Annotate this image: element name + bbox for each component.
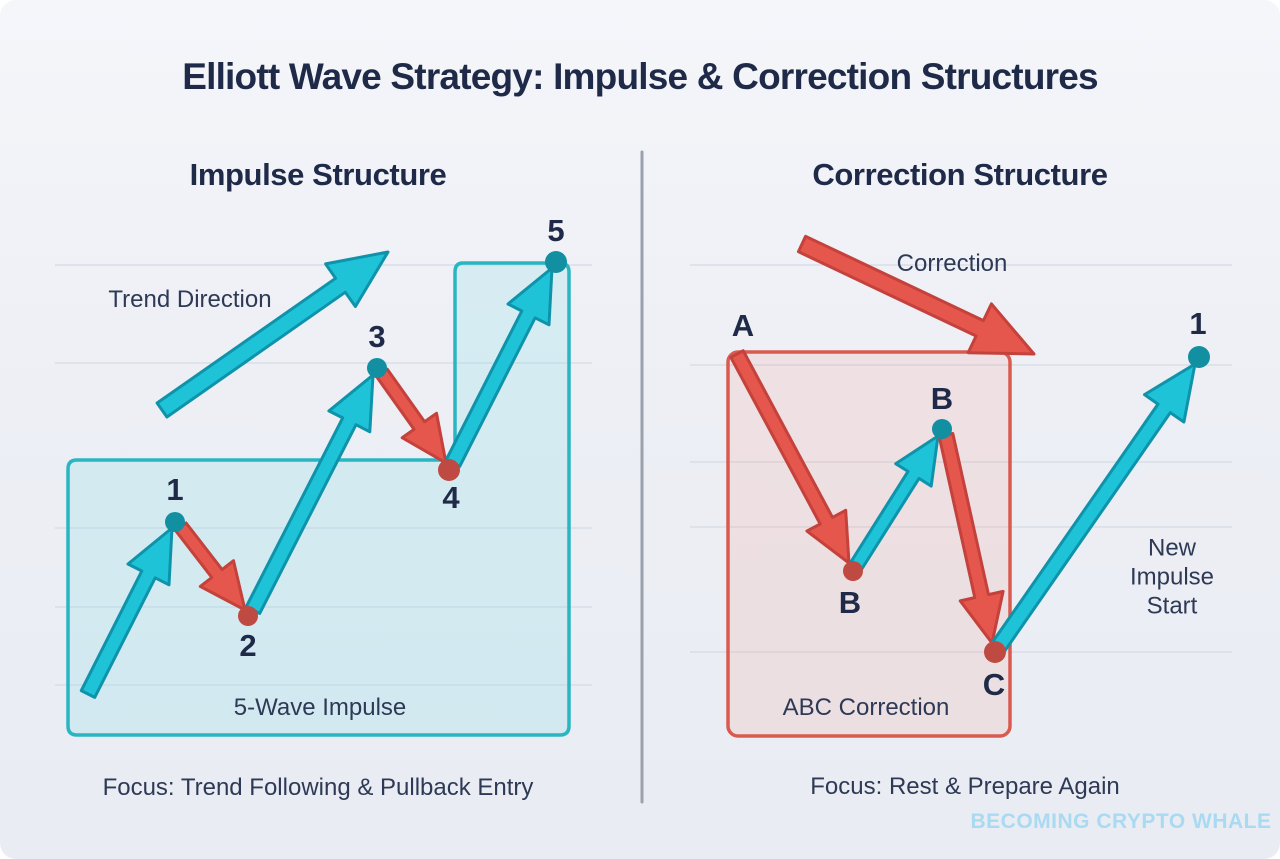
wave2-point [238,606,258,626]
correction-focus-text: Focus: Rest & Prepare Again [810,773,1120,800]
wave-b-high-point [932,419,952,439]
new-impulse-wave1-label: 1 [1189,306,1207,341]
wave5-up-arrow-icon [444,266,554,468]
trend-direction-arrow-icon [155,250,390,419]
wave-c-point [984,641,1006,663]
new-impulse-arrow-icon [991,362,1197,652]
new-impulse-point [1188,346,1210,368]
impulse-box-label: 5-Wave Impulse [233,694,407,721]
new-impulse-start-label: New Impulse Start [1130,534,1214,621]
wave-c-label: C [982,667,1006,702]
wave4-down-arrow-icon [375,367,448,465]
page-title: Elliott Wave Strategy: Impulse & Correct… [182,56,1098,97]
new-impulse-line-2: Impulse [1129,563,1215,591]
wave2-down-arrow-icon [174,521,247,612]
wave3-point [367,358,387,378]
impulse-panel-header: Impulse Structure [189,157,447,192]
wave1-point [165,512,185,532]
wave-b-up-arrow-icon [849,434,940,571]
wave-b-low-label: B [838,585,862,620]
correction-arrow-icon [796,234,1036,356]
impulse-focus-text: Focus: Trend Following & Pullback Entry [102,774,534,801]
wave1-label: 1 [166,472,184,507]
wave4-point [438,459,460,481]
wave5-label: 5 [547,213,565,248]
new-impulse-line-1: New [1147,534,1197,562]
wave3-up-arrow-icon [244,373,375,615]
correction-box-label: ABC Correction [782,694,950,721]
wave4-label: 4 [442,480,460,515]
wave-a-label: A [731,308,755,343]
watermark: BECOMING CRYPTO WHALE [970,810,1272,833]
trend-direction-label: Trend Direction [108,286,272,313]
wave-b-low-point [843,561,863,581]
wave2-label: 2 [239,628,257,663]
wave1-up-arrow-icon [79,526,174,699]
wave3-label: 3 [368,319,386,354]
wave-b-high-label: B [930,381,954,416]
correction-panel-header: Correction Structure [812,157,1108,192]
new-impulse-line-3: Start [1146,592,1198,620]
wave-a-down-arrow-icon [729,349,851,565]
wave5-point [545,251,567,273]
correction-label: Correction [896,250,1008,277]
wave-c-down-arrow-icon [937,432,1005,645]
